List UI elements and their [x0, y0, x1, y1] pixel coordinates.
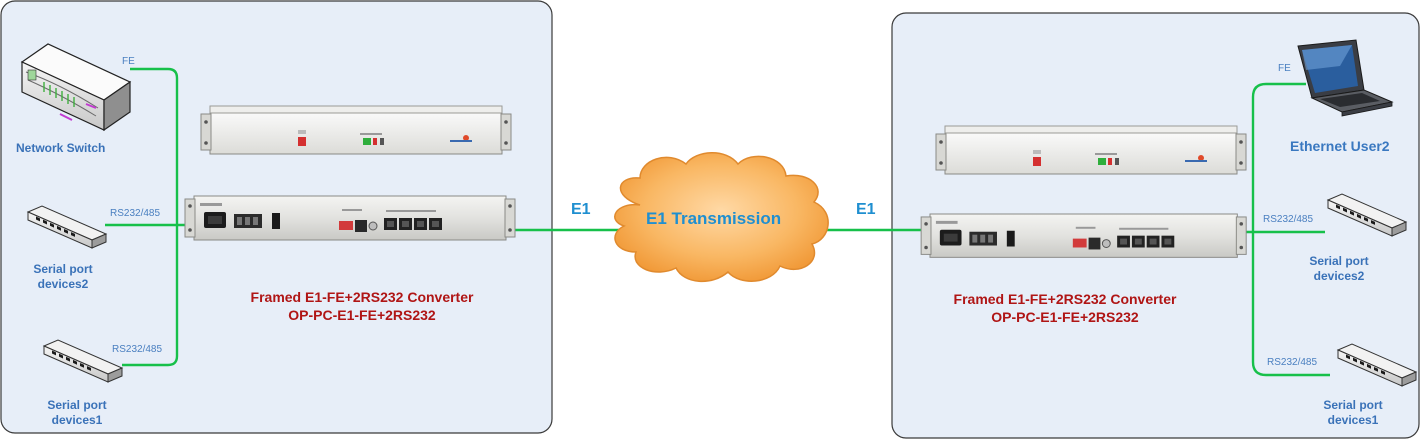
left-rs-top-label: RS232/485: [110, 208, 161, 219]
right-serial2-label: Serial port devices2: [1306, 254, 1372, 284]
cloud-label: E1 Transmission: [646, 209, 782, 228]
rack-unit-front: [935, 125, 1247, 175]
rack-unit-rear: [184, 195, 516, 241]
cloud-icon: [614, 152, 829, 283]
left-serial2-line1: Serial port: [33, 262, 93, 276]
network-switch-icon: [20, 43, 132, 132]
right-rs-top-label: RS232/485: [1263, 214, 1314, 225]
left-rs-bottom-label: RS232/485: [112, 344, 163, 355]
left-fe-label: FE: [122, 56, 135, 67]
right-serial2-line2: devices2: [1313, 269, 1365, 283]
right-serial1-line1: Serial port: [1323, 398, 1383, 412]
right-rs-bottom-label: RS232/485: [1267, 357, 1318, 368]
rack-unit-rear: [920, 213, 1247, 258]
right-serial1-label: Serial port devices1: [1318, 398, 1388, 428]
left-serial2-label: Serial port devices2: [32, 262, 94, 292]
right-serial2-line1: Serial port: [1309, 254, 1369, 268]
right-converter-model: OP-PC-E1-FE+2RS232: [991, 309, 1139, 325]
left-serial2-line2: devices2: [37, 277, 89, 291]
ethernet-user-label: Ethernet User2: [1290, 138, 1390, 154]
right-links: [1237, 82, 1330, 377]
left-converter-title: Framed E1-FE+2RS232 Converter OP-PC-E1-F…: [212, 288, 512, 324]
right-converter-title: Framed E1-FE+2RS232 Converter OP-PC-E1-F…: [915, 290, 1215, 326]
right-serial1-line2: devices1: [1327, 413, 1379, 427]
network-switch-label: Network Switch: [16, 141, 106, 155]
left-converter-name: Framed E1-FE+2RS232 Converter: [250, 289, 474, 305]
left-serial1-label: Serial port devices1: [43, 398, 111, 428]
right-fe-label: FE: [1278, 63, 1291, 74]
rack-unit-front: [200, 105, 512, 155]
e1-right-label: E1: [856, 201, 876, 218]
laptop-icon: [1297, 39, 1394, 117]
left-serial1-line2: devices1: [51, 413, 103, 427]
e1-left-label: E1: [571, 201, 591, 218]
left-serial1-line1: Serial port: [47, 398, 107, 412]
left-converter-model: OP-PC-E1-FE+2RS232: [288, 307, 436, 323]
right-converter-name: Framed E1-FE+2RS232 Converter: [953, 291, 1177, 307]
